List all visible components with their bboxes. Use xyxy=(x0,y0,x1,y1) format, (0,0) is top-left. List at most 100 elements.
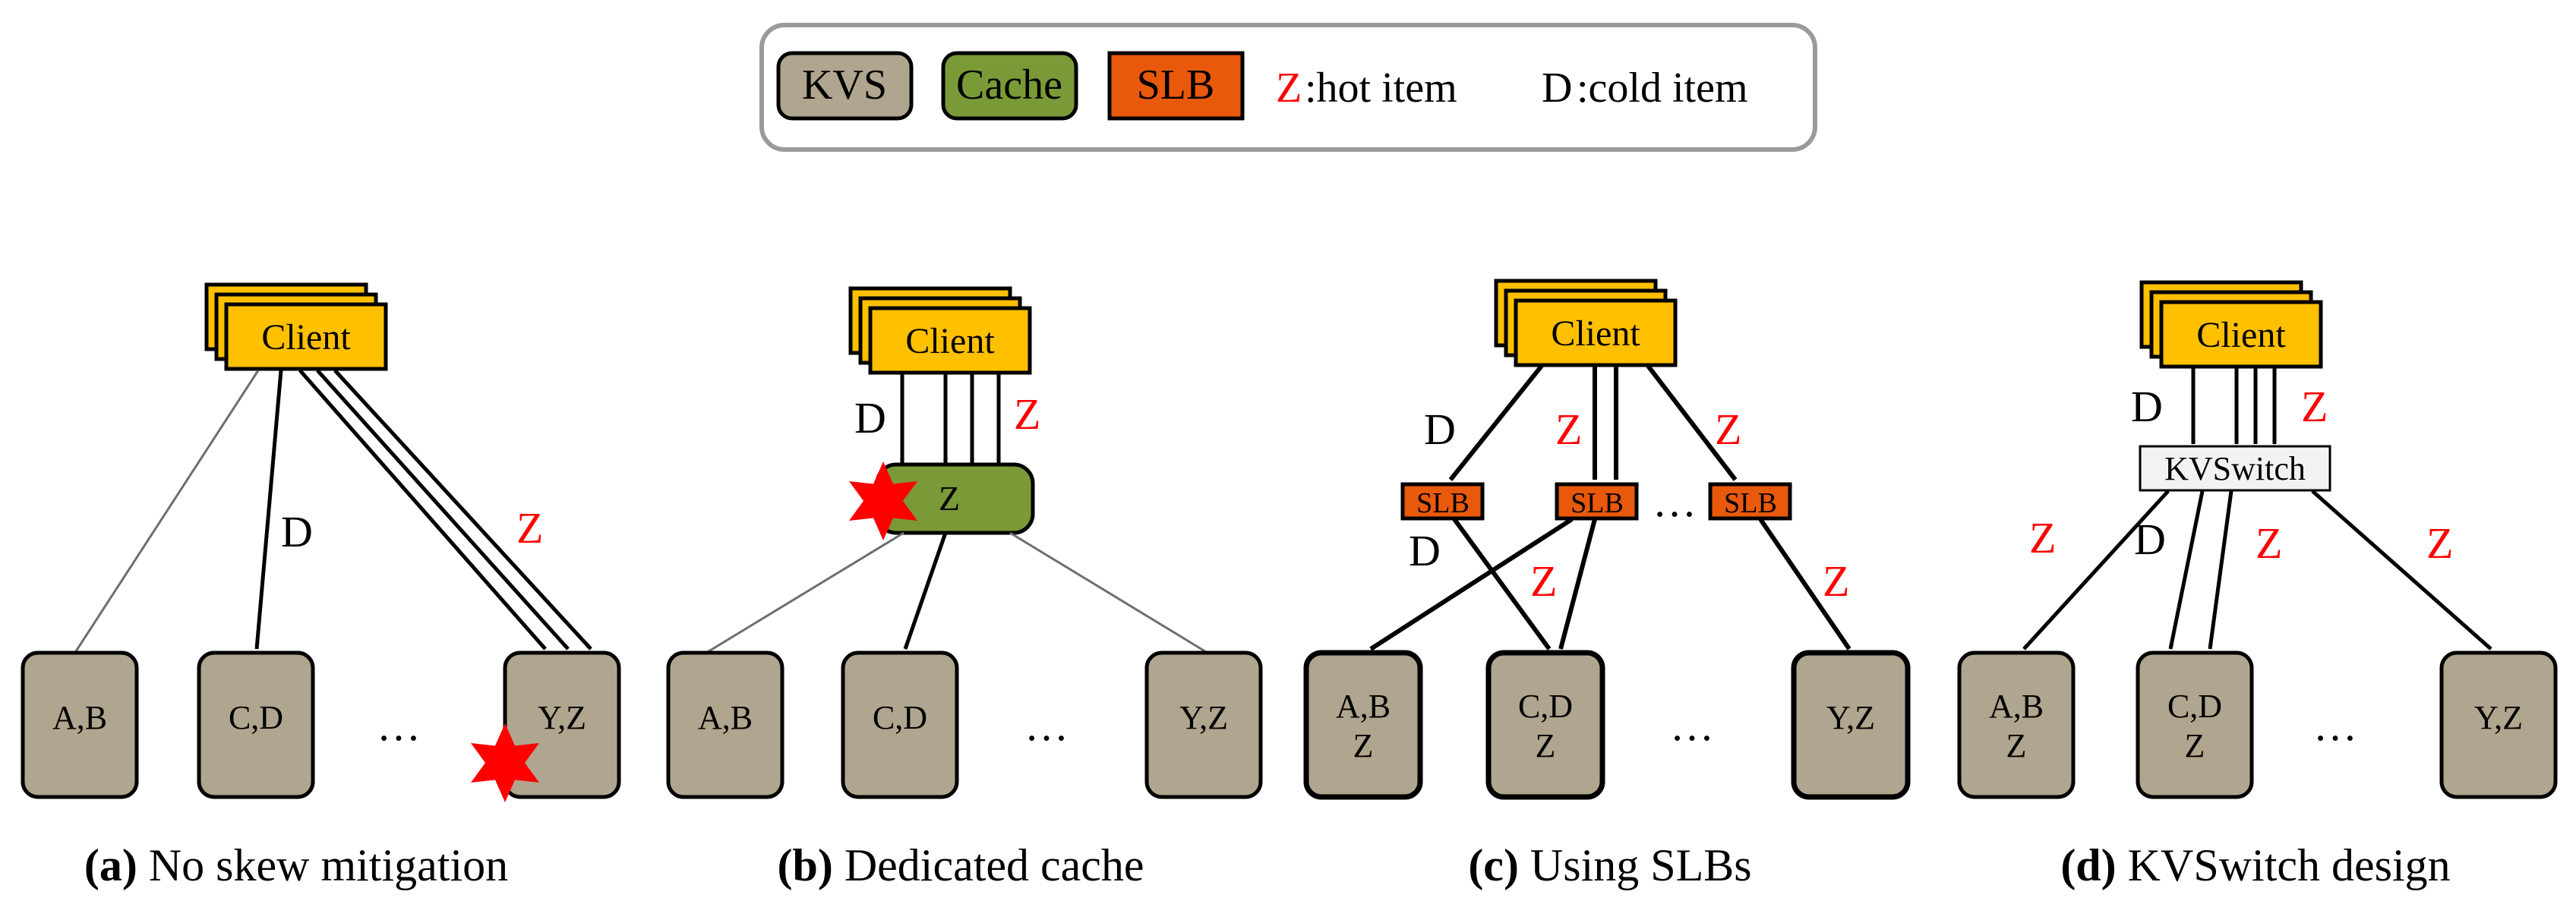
hotspot-star-icon xyxy=(471,723,539,802)
hot-label: Z xyxy=(2301,382,2328,431)
link-line xyxy=(74,370,260,652)
legend-hot-text: :hot item xyxy=(1305,65,1457,112)
kvs-server xyxy=(1303,650,1423,800)
ellipsis: … xyxy=(2313,701,2357,750)
cold-label: D xyxy=(281,507,313,556)
kvs-server xyxy=(1485,650,1605,800)
hotspot-star-icon xyxy=(849,461,917,540)
caption-text: KVSwitch design xyxy=(2117,840,2451,890)
cold-label: D xyxy=(1424,405,1456,454)
caption-text: Dedicated cache xyxy=(833,840,1144,890)
panel-c: Client D Z Z SLB SLB … SLB D Z Z A,B Z C… xyxy=(1303,279,1911,890)
client-stack: Client xyxy=(848,286,1032,375)
hot-arrow xyxy=(298,369,547,650)
server-label: A,B xyxy=(698,699,753,736)
cold-label: D xyxy=(2131,382,2163,431)
kvs-server xyxy=(1791,650,1911,800)
hot-arrow xyxy=(2311,490,2492,650)
caption-text: Using SLBs xyxy=(1519,840,1752,890)
kvs-server xyxy=(841,650,959,799)
cold-arrow xyxy=(2168,490,2205,650)
kvswitch-label: KVSwitch xyxy=(2164,450,2306,487)
hot-arrow xyxy=(1646,364,1738,481)
server-label: A,B xyxy=(1989,688,2044,725)
slb-label: SLB xyxy=(1571,487,1624,519)
kvs-server xyxy=(1957,650,2076,799)
caption-letter: (c) xyxy=(1468,840,1519,890)
server-label: Z xyxy=(2185,727,2205,764)
ellipsis: … xyxy=(1670,701,1714,750)
client-label: Client xyxy=(2196,315,2286,355)
client-stack: Client xyxy=(1494,279,1678,367)
panel-a: Client D Z A,B C,D … Y,Z (a) No skew mit… xyxy=(21,282,621,890)
hot-arrow xyxy=(1369,517,1574,651)
legend-cache-label: Cache xyxy=(956,61,1062,109)
kvs-server xyxy=(666,650,784,799)
panel-b: Client D Z Z A,B C,D … Y,Z (b) Dedicated… xyxy=(666,286,1263,890)
miss-arrow xyxy=(903,532,948,650)
legend-cold-text: :cold item xyxy=(1577,65,1748,112)
link-line xyxy=(706,531,904,654)
hot-arrow xyxy=(316,369,570,650)
hot-arrow xyxy=(333,369,592,650)
caption: (d) KVSwitch design xyxy=(2060,840,2450,890)
kvs-server xyxy=(1144,650,1263,799)
server-label: C,D xyxy=(229,699,283,736)
kvswitch-node xyxy=(2139,445,2331,492)
server-label: Y,Z xyxy=(1826,699,1875,736)
legend: KVS Cache SLB Z :hot item D :cold item xyxy=(759,23,1817,152)
caption-letter: (a) xyxy=(84,840,137,890)
server-label: Z xyxy=(1536,727,1556,764)
slb-node xyxy=(1708,482,1792,521)
hot-label: Z xyxy=(516,503,543,553)
legend-hot-symbol: Z xyxy=(1276,65,1302,112)
server-label: A,B xyxy=(52,699,107,736)
legend-kvs-label: KVS xyxy=(802,61,887,109)
caption: (b) Dedicated cache xyxy=(777,840,1144,890)
server-label: Z xyxy=(2006,727,2027,764)
slb-node xyxy=(1555,482,1639,521)
cold-arrow xyxy=(1452,518,1552,650)
hot-label: Z xyxy=(1530,556,1557,606)
client-box xyxy=(868,306,1032,375)
kvs-server xyxy=(2136,650,2254,799)
ellipsis: … xyxy=(377,701,421,750)
caption: (a) No skew mitigation xyxy=(84,840,508,890)
legend-slb-label: SLB xyxy=(1137,61,1215,109)
legend-kvs-swatch xyxy=(776,51,914,121)
client-stack: Client xyxy=(204,282,388,371)
cold-arrow xyxy=(1448,364,1544,481)
hot-label: Z xyxy=(1715,405,1741,454)
kvs-server xyxy=(197,650,315,799)
caption-letter: (b) xyxy=(777,840,832,890)
client-box xyxy=(1514,298,1678,367)
client-label: Client xyxy=(1551,313,1640,354)
cache-label: Z xyxy=(939,479,960,518)
client-box xyxy=(2159,300,2323,369)
slb-label: SLB xyxy=(1416,487,1470,519)
cold-label: D xyxy=(2134,515,2166,564)
slb-label: SLB xyxy=(1724,487,1777,519)
hot-arrow xyxy=(1558,518,1597,650)
client-label: Client xyxy=(261,317,351,358)
hot-arrow xyxy=(2208,490,2233,650)
server-label: C,D xyxy=(873,699,927,736)
slb-ellipsis: … xyxy=(1653,477,1697,526)
server-label: Y,Z xyxy=(538,699,586,736)
ellipsis: … xyxy=(1024,701,1069,750)
link-line xyxy=(1009,531,1208,654)
cold-label: D xyxy=(854,393,886,443)
server-label: Y,Z xyxy=(2474,699,2523,736)
hot-label: Z xyxy=(2029,513,2056,562)
hot-arrow xyxy=(1758,518,1852,650)
kvs-server xyxy=(21,650,139,799)
caption-text: No skew mitigation xyxy=(137,840,508,890)
kvs-server xyxy=(2439,650,2558,799)
client-stack: Client xyxy=(2139,280,2323,369)
hot-label: Z xyxy=(1555,405,1582,454)
hot-label: Z xyxy=(2256,518,2282,568)
hot-label: Z xyxy=(1014,389,1040,439)
client-box xyxy=(224,302,388,371)
slb-node xyxy=(1400,482,1485,521)
